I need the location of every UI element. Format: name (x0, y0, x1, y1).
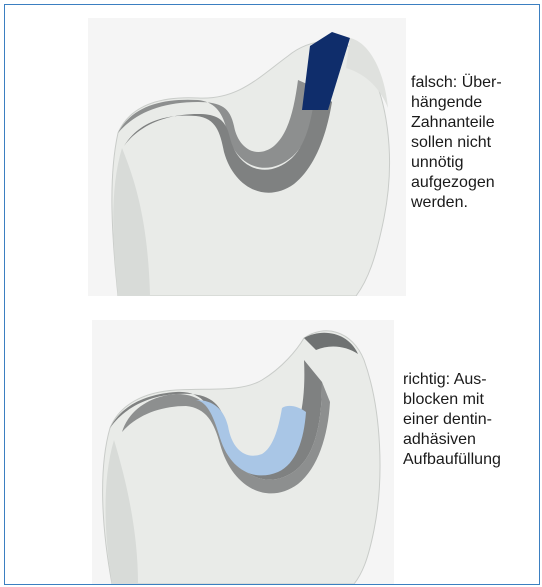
tooth-wrong-svg (88, 18, 406, 296)
tooth-right-svg (92, 320, 394, 584)
caption-right: richtig: Aus- blocken mit einer dentin- … (403, 370, 539, 470)
tooth-illustration-right (92, 320, 394, 584)
tooth-illustration-wrong (88, 18, 406, 296)
caption-wrong: falsch: Über- hängende Zahnanteile solle… (411, 73, 539, 213)
